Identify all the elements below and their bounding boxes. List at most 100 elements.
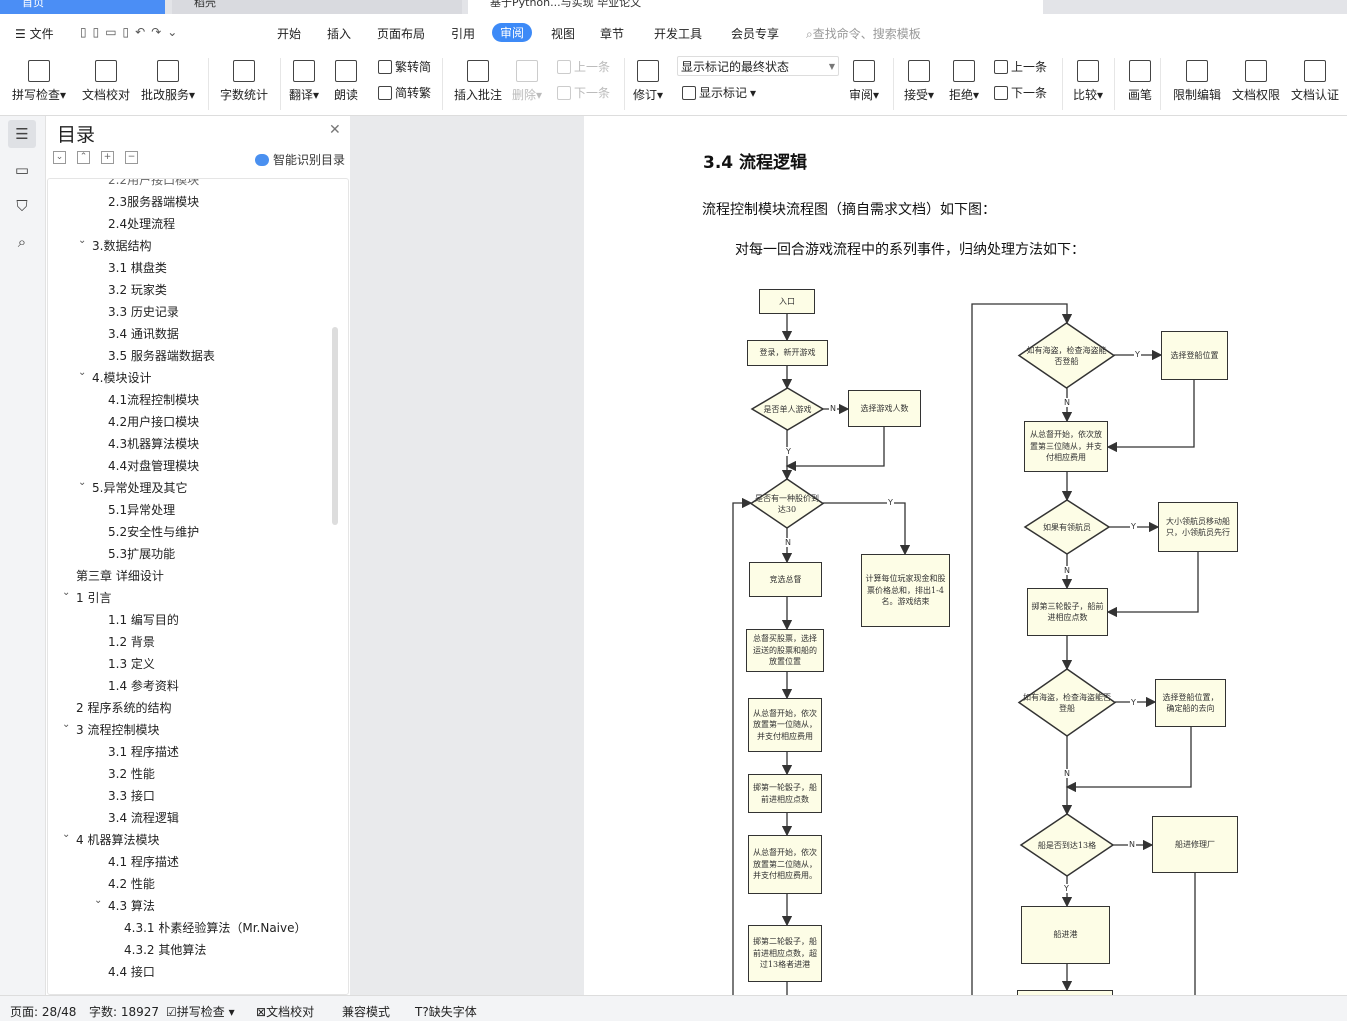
chevron-down-icon[interactable]: ⌄ bbox=[94, 895, 103, 906]
toc-item[interactable]: 1 引言 bbox=[76, 591, 112, 605]
toc-item[interactable]: 3.4 通讯数据 bbox=[108, 327, 179, 341]
menu-tab[interactable]: 插入 bbox=[327, 27, 352, 41]
menu-tab[interactable]: 章节 bbox=[600, 27, 625, 41]
word-count[interactable]: 字数: 18927 bbox=[89, 1005, 160, 1019]
read-aloud-button[interactable]: 朗读 bbox=[334, 60, 358, 103]
correction-service-button[interactable]: 批改服务▾ bbox=[141, 60, 195, 103]
toc-item[interactable]: 2.4处理流程 bbox=[108, 217, 176, 231]
chevron-down-icon[interactable]: ⌄ bbox=[62, 587, 71, 598]
toc-item[interactable]: 4.1流程控制模块 bbox=[108, 393, 200, 407]
tab-document[interactable]: 基于Python...与实现 毕业论文 bbox=[468, 0, 1043, 14]
bookmark-icon[interactable]: ⛉ bbox=[16, 197, 28, 215]
translate-button[interactable]: 翻译▾ bbox=[289, 60, 319, 103]
tab-docer[interactable]: 稻壳 bbox=[172, 0, 462, 14]
display-mode-select[interactable]: 显示标记的最终状态▼ bbox=[677, 56, 839, 76]
document-certify-button[interactable]: 文档认证 bbox=[1291, 60, 1339, 103]
toc-item[interactable]: 5.异常处理及其它 bbox=[92, 481, 188, 495]
toc-item[interactable]: 1.2 背景 bbox=[108, 635, 155, 649]
plus-icon[interactable]: + bbox=[101, 151, 114, 164]
scrollbar[interactable] bbox=[332, 327, 338, 525]
search-icon[interactable]: ⌕ bbox=[17, 233, 27, 251]
toc-item[interactable]: 3.3 接口 bbox=[108, 789, 155, 803]
toc-item[interactable]: 3.4 流程逻辑 bbox=[108, 811, 179, 825]
track-changes-button[interactable]: 修订▾ bbox=[633, 60, 663, 103]
toc-item[interactable]: 4.3.2 其他算法 bbox=[124, 943, 207, 957]
toc-item[interactable]: 1.3 定义 bbox=[108, 657, 155, 671]
branch-label: Y bbox=[1130, 698, 1137, 707]
word-count-button[interactable]: 字数统计 bbox=[220, 60, 268, 103]
accept-button[interactable]: 接受▾ bbox=[904, 60, 934, 103]
menu-tab[interactable]: 开发工具 bbox=[654, 27, 703, 41]
toc-item[interactable]: 4.3 算法 bbox=[108, 899, 155, 913]
toc-item[interactable]: 4.3.1 朴素经验算法（Mr.Naive） bbox=[124, 921, 307, 935]
proofread-button[interactable]: 文档校对 bbox=[82, 60, 130, 103]
document-permission-button[interactable]: 文档权限 bbox=[1232, 60, 1280, 103]
quick-access-icons[interactable]: ▯▯▭▯↶↷⌄ bbox=[80, 25, 184, 39]
toc-item[interactable]: 4.模块设计 bbox=[92, 371, 152, 385]
toc-item[interactable]: 2 程序系统的结构 bbox=[76, 701, 172, 715]
toc-item[interactable]: 5.1异常处理 bbox=[108, 503, 176, 517]
review-pane-button[interactable]: 审阅▾ bbox=[849, 60, 879, 103]
restrict-editing-button[interactable]: 限制编辑 bbox=[1173, 60, 1221, 103]
next-comment-button[interactable]: 下一条 bbox=[557, 84, 610, 101]
insert-comment-button[interactable]: 插入批注 bbox=[454, 60, 502, 103]
toc-item[interactable]: 5.3扩展功能 bbox=[108, 547, 176, 561]
toc-item[interactable]: 1.4 参考资料 bbox=[108, 679, 179, 693]
reject-button[interactable]: 拒绝▾ bbox=[949, 60, 979, 103]
show-marks-button[interactable]: 显示标记▾ bbox=[682, 84, 756, 101]
toc-item[interactable]: 4.4对盘管理模块 bbox=[108, 459, 200, 473]
toc-item[interactable]: 4.2 性能 bbox=[108, 877, 155, 891]
expand-all-icon[interactable]: ⌄ bbox=[53, 151, 66, 164]
file-menu[interactable]: ☰ 文件 bbox=[15, 27, 54, 41]
toc-item[interactable]: 3.1 程序描述 bbox=[108, 745, 179, 759]
minus-icon[interactable]: − bbox=[125, 151, 138, 164]
toc-item[interactable]: 5.2安全性与维护 bbox=[108, 525, 200, 539]
prev-comment-button[interactable]: 上一条 bbox=[557, 58, 610, 75]
chevron-down-icon[interactable]: ⌄ bbox=[78, 367, 87, 378]
menu-tab[interactable]: 页面布局 bbox=[377, 27, 426, 41]
toc-item[interactable]: 3.数据结构 bbox=[92, 239, 152, 253]
compare-button[interactable]: 比较▾ bbox=[1073, 60, 1103, 103]
toc-item[interactable]: 第三章 详细设计 bbox=[76, 569, 164, 583]
menu-tab[interactable]: 开始 bbox=[277, 27, 302, 41]
tab-home[interactable]: 首页 bbox=[0, 0, 165, 14]
chevron-down-icon[interactable]: ⌄ bbox=[78, 235, 87, 246]
missing-font-button[interactable]: T?缺失字体 bbox=[415, 1005, 477, 1019]
toc-item[interactable]: 3.2 玩家类 bbox=[108, 283, 167, 297]
menu-tab[interactable]: 审阅 bbox=[492, 23, 533, 42]
chevron-down-icon[interactable]: ⌄ bbox=[62, 829, 71, 840]
toc-item[interactable]: 1.1 编写目的 bbox=[108, 613, 179, 627]
next-change-button[interactable]: 下一条 bbox=[994, 84, 1047, 101]
toc-item[interactable]: 4.2用户接口模块 bbox=[108, 415, 200, 429]
toc-item[interactable]: 3.5 服务器端数据表 bbox=[108, 349, 215, 363]
toc-item[interactable]: 3 流程控制模块 bbox=[76, 723, 160, 737]
command-search[interactable]: ⌕查找命令、搜索模板 bbox=[806, 27, 921, 41]
smart-toc-button[interactable]: 智能识别目录 bbox=[255, 151, 345, 168]
trad-to-simp-button[interactable]: 繁转简 bbox=[378, 58, 431, 75]
pen-button[interactable]: 画笔 bbox=[1128, 60, 1152, 103]
page-indicator[interactable]: 页面: 28/48 bbox=[10, 1005, 77, 1019]
toc-item[interactable]: 4.3机器算法模块 bbox=[108, 437, 200, 451]
menu-tab[interactable]: 视图 bbox=[551, 27, 576, 41]
close-icon[interactable]: ✕ bbox=[329, 122, 341, 138]
spell-check-button[interactable]: 拼写检查▾ bbox=[12, 60, 66, 103]
delete-comment-button[interactable]: 删除▾ bbox=[512, 60, 542, 103]
spell-check-status[interactable]: ☑拼写检查 ▾ bbox=[166, 1005, 235, 1019]
menu-tab[interactable]: 引用 bbox=[451, 27, 476, 41]
simp-to-trad-button[interactable]: 简转繁 bbox=[378, 84, 431, 101]
navigation-icon[interactable]: ▭ bbox=[14, 161, 30, 179]
toc-icon[interactable]: ☰ bbox=[8, 120, 36, 148]
toc-item[interactable]: 4 机器算法模块 bbox=[76, 833, 160, 847]
toc-item[interactable]: 3.3 历史记录 bbox=[108, 305, 179, 319]
toc-item[interactable]: 4.4 接口 bbox=[108, 965, 155, 979]
collapse-all-icon[interactable]: ⌃ bbox=[77, 151, 90, 164]
toc-item[interactable]: 4.1 程序描述 bbox=[108, 855, 179, 869]
menu-tab[interactable]: 会员专享 bbox=[731, 27, 780, 41]
chevron-down-icon[interactable]: ⌄ bbox=[78, 477, 87, 488]
toc-item[interactable]: 3.1 棋盘类 bbox=[108, 261, 167, 275]
toc-item[interactable]: 3.2 性能 bbox=[108, 767, 155, 781]
prev-change-button[interactable]: 上一条 bbox=[994, 58, 1047, 75]
proofread-status[interactable]: ⊠文档校对 bbox=[256, 1005, 315, 1019]
chevron-down-icon[interactable]: ⌄ bbox=[62, 719, 71, 730]
toc-item[interactable]: 2.3服务器端模块 bbox=[108, 195, 200, 209]
